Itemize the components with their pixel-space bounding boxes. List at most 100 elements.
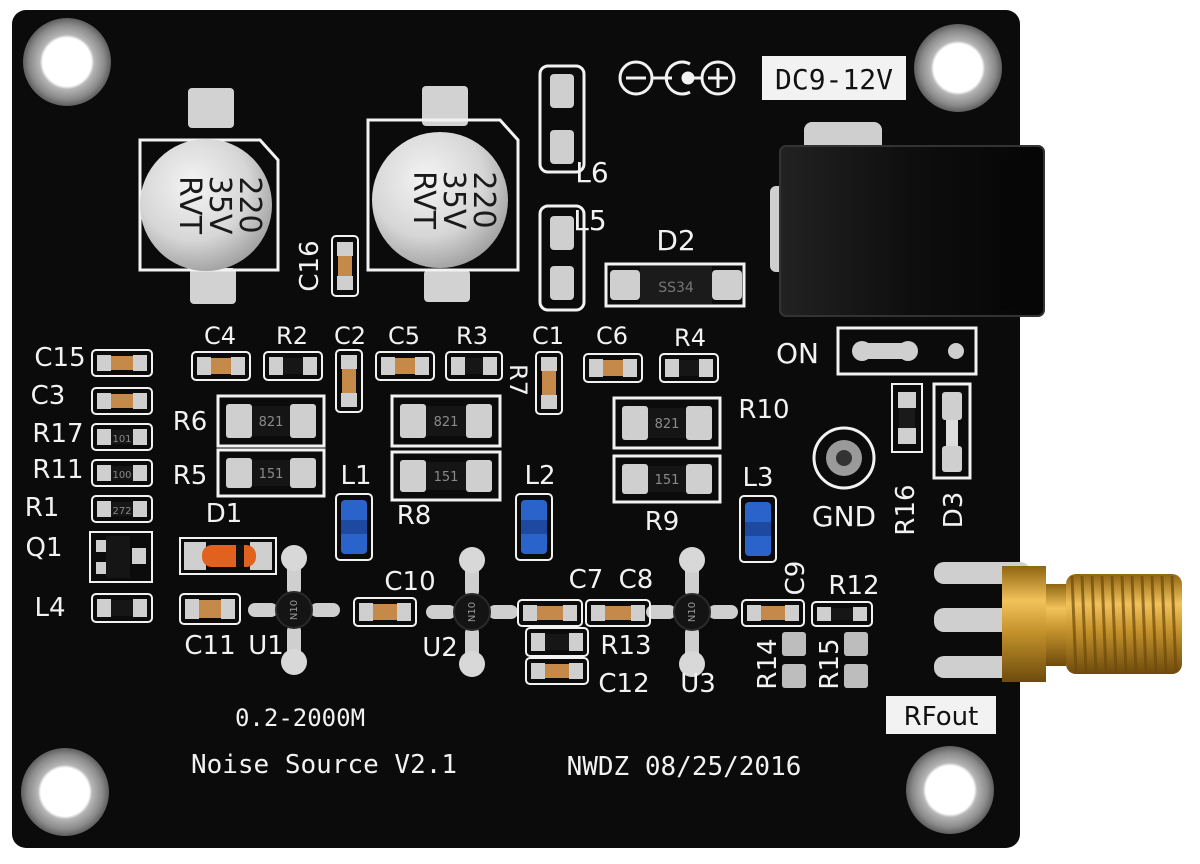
resistor-marking-r11: 100	[112, 470, 131, 481]
capacitor-c10	[353, 597, 417, 627]
ref-label-r13: R13	[600, 631, 651, 661]
ref-label-r10: R10	[738, 395, 789, 425]
switch-on-label: ON	[776, 337, 819, 370]
inductor-l3	[739, 495, 777, 563]
ref-label-r14: R14	[753, 638, 783, 689]
power-switch-header	[836, 326, 978, 376]
transistor-q1	[89, 531, 153, 583]
product-name-label: Noise Source V2.1	[191, 750, 457, 780]
ref-label-d1: D1	[206, 499, 243, 529]
rf-output-label-box	[886, 696, 996, 734]
resistor-mid-top-marking: 821	[434, 415, 459, 430]
diode-d2-marking: SS34	[658, 280, 694, 296]
ref-label-l3: L3	[742, 463, 773, 493]
resistor-r10-marking: 821	[655, 417, 680, 432]
ref-label-r16: R16	[891, 484, 921, 535]
dc-power-jack	[770, 122, 1045, 317]
ref-label-c2: C2	[334, 322, 366, 350]
ref-label-c11: C11	[184, 631, 235, 661]
capacitor-c4	[191, 351, 251, 381]
resistor-r4	[659, 353, 719, 383]
ref-label-c3: C3	[31, 381, 66, 411]
led-d3	[932, 382, 972, 480]
sma-connector	[934, 562, 1182, 682]
capacitor-c14-marking-3: RVT	[172, 176, 207, 235]
capacitor-c14-marking-1: 220	[232, 176, 267, 233]
ref-label-r8: R8	[397, 501, 432, 531]
capacitor-c13: 220 35V RVT	[366, 86, 520, 302]
capacitor-c9	[741, 599, 805, 627]
diode-d1	[179, 537, 277, 575]
ground-label: GND	[812, 500, 876, 533]
inductor-l5	[538, 204, 586, 312]
resistor-r13	[525, 627, 589, 657]
rf-trace-pads	[353, 597, 873, 688]
resistor-r17	[91, 423, 153, 451]
resistor-r1	[91, 495, 153, 523]
capacitor-c13-marking-3: RVT	[406, 171, 441, 230]
resistor-marking-r17: 101	[112, 434, 131, 445]
ref-label-u2: U2	[422, 633, 458, 663]
amplifier-u2-marking: N10	[467, 602, 478, 622]
ref-label-r2: R2	[276, 322, 308, 350]
ref-label-l4: L4	[34, 593, 65, 623]
ref-label-d3: D3	[939, 492, 969, 529]
ref-label-c15: C15	[34, 343, 85, 373]
resistor-r12	[811, 601, 873, 627]
resistor-marking-r1: 272	[112, 506, 131, 517]
capacitor-c3	[91, 387, 153, 415]
ref-label-r17: R17	[32, 419, 83, 449]
inductor-l4	[91, 593, 153, 623]
amplifier-u1-marking: N10	[289, 600, 300, 620]
maker-date-label: NWDZ 08/25/2016	[567, 752, 802, 782]
ref-label-r6: R6	[173, 407, 208, 437]
resistor-r9-marking: 151	[655, 473, 680, 488]
inductor-l1	[335, 493, 373, 561]
polarity-symbol	[618, 60, 736, 96]
ref-label-r11: R11	[32, 455, 83, 485]
capacitor-c15	[91, 349, 153, 377]
resistor-r10: 821	[612, 396, 722, 450]
capacitor-c12	[525, 657, 589, 685]
capacitor-c11	[179, 593, 241, 625]
mounting-hole-bottom-left	[21, 748, 109, 836]
ref-label-c12: C12	[598, 669, 649, 699]
capacitor-c8	[585, 599, 651, 627]
resistor-r14-a	[782, 632, 806, 656]
ref-label-c16: C16	[295, 240, 325, 291]
ref-label-l2: L2	[524, 461, 555, 491]
resistor-r5: 151	[216, 448, 326, 498]
resistor-r16	[891, 383, 923, 453]
resistor-r8-marking: 151	[434, 470, 459, 485]
ref-label-r15: R15	[815, 638, 845, 689]
mounting-hole-top-right	[914, 24, 1002, 112]
capacitor-c5	[375, 351, 435, 381]
amplifier-u2: N10	[426, 547, 518, 677]
ref-label-d2: D2	[656, 224, 695, 257]
capacitor-c7	[517, 599, 583, 627]
ref-label-u3: U3	[680, 669, 716, 699]
diode-d2: SS34	[604, 262, 746, 308]
ref-label-c9: C9	[781, 561, 811, 596]
mounting-hole-top-left	[23, 18, 111, 106]
capacitor-c14-marking-2: 35V	[202, 176, 237, 235]
ref-label-r5: R5	[173, 461, 208, 491]
capacitor-c13-marking-1: 220	[466, 171, 501, 228]
ref-label-q1: Q1	[25, 533, 62, 563]
ref-label-l1: L1	[340, 461, 371, 491]
inductor-l6	[538, 64, 586, 174]
resistor-r15-a	[844, 632, 868, 656]
ref-label-l5: L5	[573, 204, 606, 237]
frequency-range-label: 0.2-2000M	[235, 704, 365, 732]
resistor-r8: 151	[390, 450, 502, 502]
capacitor-c1	[535, 351, 563, 415]
resistor-r9: 151	[612, 454, 722, 504]
ref-label-r7: R7	[504, 364, 532, 396]
left-component-column: 101 100 272	[91, 349, 241, 625]
resistor-r2	[263, 351, 323, 381]
ref-label-r9: R9	[645, 507, 680, 537]
ref-label-r3: R3	[456, 322, 488, 350]
